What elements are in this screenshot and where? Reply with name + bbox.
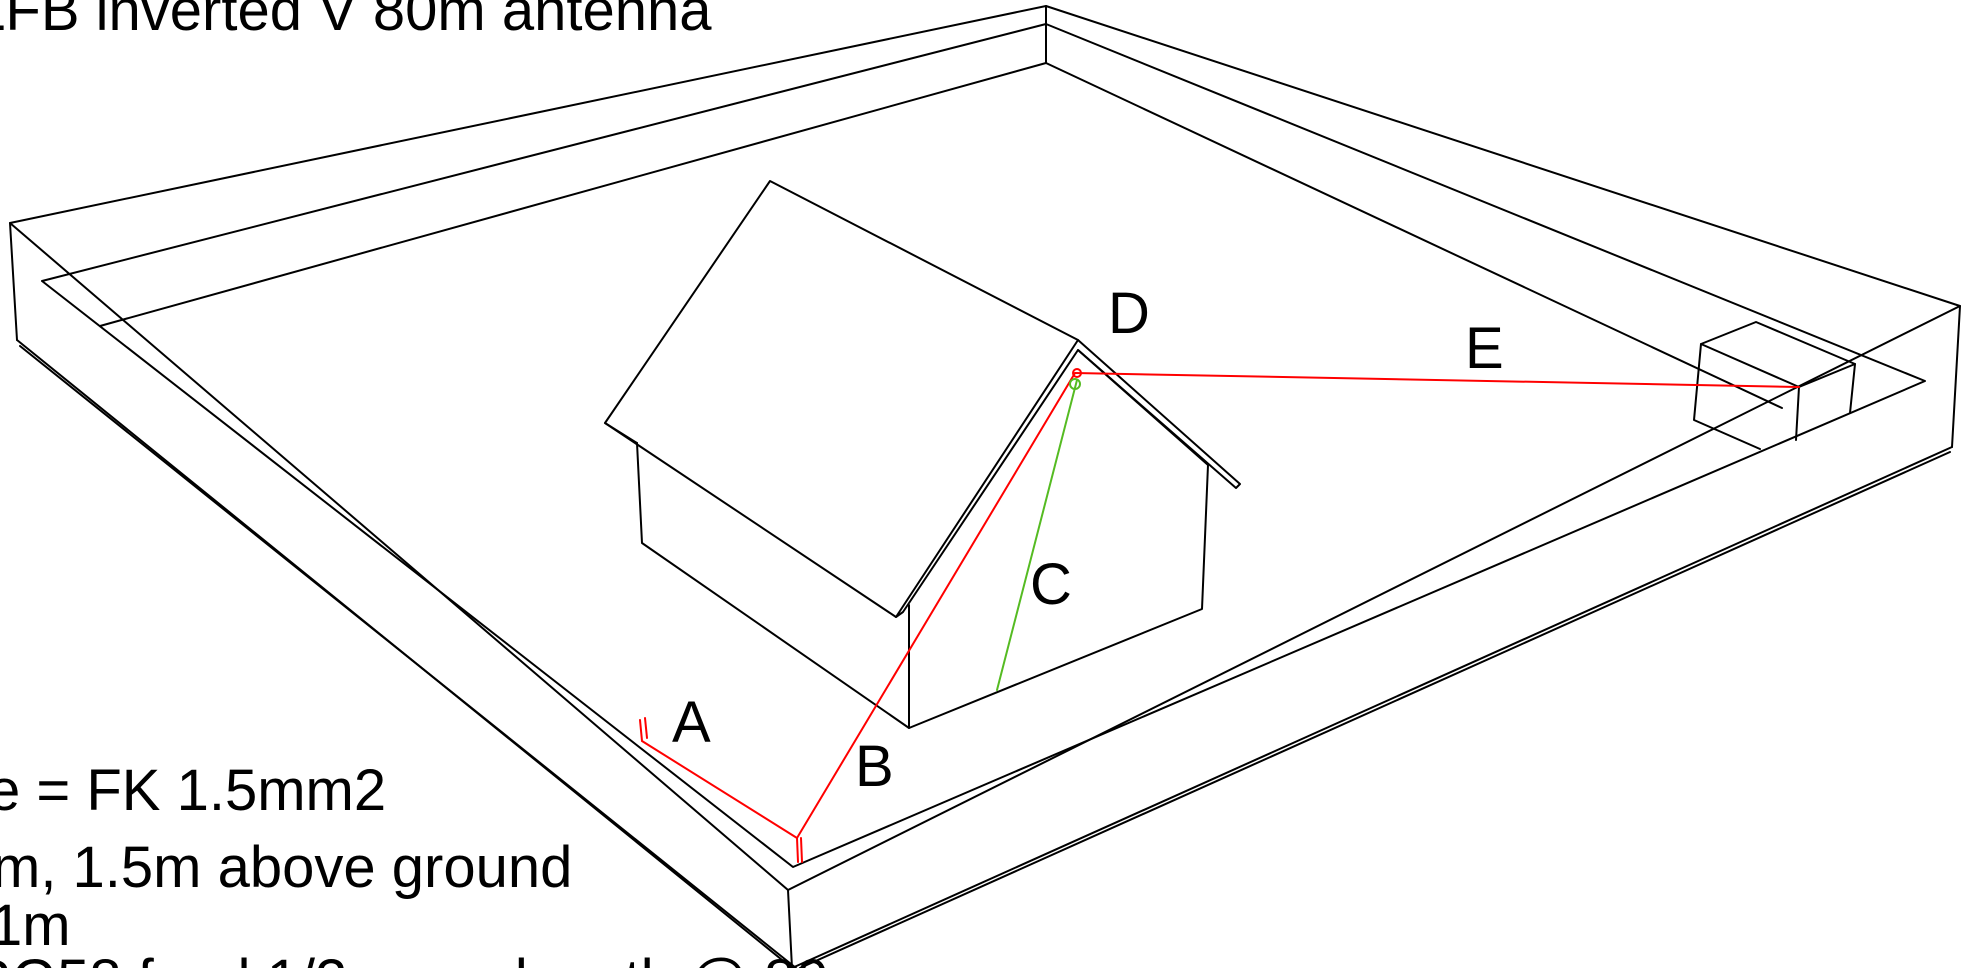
wire-segment-a	[639, 719, 798, 839]
wall-corner-front	[787, 889, 793, 968]
wall-inner-base	[99, 62, 1047, 327]
feedline-segment-c	[996, 379, 1078, 691]
label-a: A	[672, 690, 711, 755]
house-gable	[908, 349, 1209, 729]
wire-segment-e	[1074, 372, 1800, 388]
wall-corner-right	[1951, 305, 1961, 448]
feedpoint-marker	[1072, 368, 1082, 378]
house-roof-left	[604, 180, 1079, 618]
note-feed: RG58 feed 1/2 wave length @ 80	[0, 948, 829, 968]
wall-bottom-right-2	[799, 451, 1951, 968]
shed-top	[1700, 321, 1856, 388]
shed-front	[1693, 343, 1761, 450]
label-c: C	[1030, 552, 1072, 617]
wall-inner-base-right	[1045, 62, 1783, 409]
garden-wall	[9, 5, 1961, 968]
house-roof-eave	[604, 422, 638, 444]
label-d: D	[1108, 281, 1150, 346]
wall-corner-left	[9, 222, 18, 341]
label-b: B	[855, 734, 894, 799]
wire-stub-b	[796, 837, 799, 863]
feedline	[996, 378, 1081, 691]
wire-stub-a	[644, 717, 648, 739]
shed-box	[1693, 321, 1856, 450]
feedline-top-marker	[1069, 378, 1081, 390]
wall-bottom-left-2	[19, 345, 797, 968]
note-length: 1m	[0, 893, 71, 958]
diagram-title: ZFB inverted V 80m antenna	[0, 0, 712, 43]
note-height: m, 1.5m above ground	[0, 835, 572, 900]
house-front-wall	[636, 442, 910, 729]
label-e: E	[1465, 316, 1504, 381]
wall-bottom-right	[791, 446, 1953, 968]
shed-right	[1849, 363, 1856, 414]
note-wire-type: e = FK 1.5mm2	[0, 758, 386, 823]
antenna-wire	[639, 368, 1800, 863]
shed-edge	[1795, 386, 1800, 441]
wall-inner-rim	[41, 23, 1926, 868]
wire-segment-b	[796, 372, 1076, 839]
wire-stub-b2	[800, 837, 803, 863]
house	[604, 180, 1241, 729]
